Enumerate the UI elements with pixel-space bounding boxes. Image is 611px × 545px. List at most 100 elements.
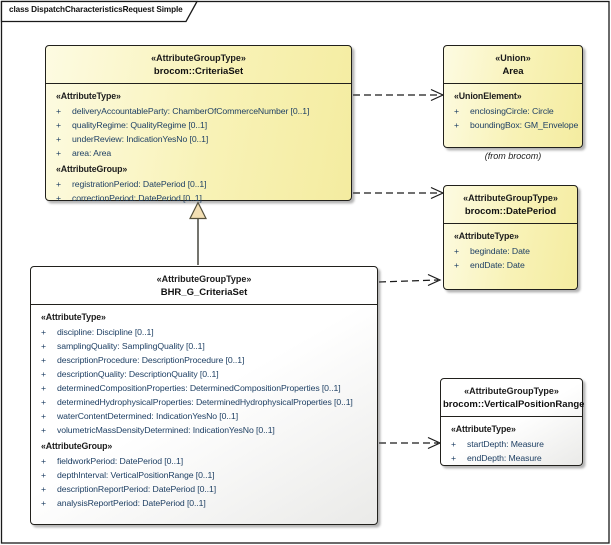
section-label: «AttributeType» [56,91,121,101]
section-label: «AttributeGroup» [56,164,128,174]
generalization-arrow-bhr-criteriaset [189,201,207,265]
attribute-text: begindate: Date [470,246,530,256]
visibility-plus: + [56,193,61,203]
attribute-text: area: Area [72,148,112,158]
class-box-dateperiod[interactable]: «AttributeGroupType» brocom::DatePeriod … [443,185,578,290]
attribute-text: underReview: IndicationYesNo [0..1] [72,134,209,144]
attribute-text: endDate: Date [470,260,525,270]
visibility-plus: + [41,355,46,365]
class-stereotype: «AttributeGroupType» [463,193,558,203]
class-header: «AttributeGroupType» brocom::DatePeriod [444,186,577,224]
attribute-text: descriptionReportPeriod: DatePeriod [0..… [57,484,217,494]
attribute-row: + begindate: Date [444,244,577,258]
visibility-plus: + [56,106,61,116]
visibility-plus: + [451,439,456,449]
visibility-plus: + [41,425,46,435]
attribute-row: +depthInterval: VerticalPositionRange [0… [31,468,377,482]
section-label: «AttributeType» [454,231,519,241]
class-attributes: «AttributeType» + discipline: Discipline … [31,305,377,510]
visibility-plus: + [451,453,456,463]
visibility-plus: + [41,397,46,407]
class-box-criteriaset[interactable]: «AttributeGroupType» brocom::CriteriaSet… [45,45,352,203]
attribute-row: +determinedCompositionProperties: Determ… [31,381,377,395]
attribute-text: samplingQuality: SamplingQuality [0..1] [57,341,205,351]
attribute-row: + descriptionQuality: DescriptionQuality … [31,367,377,381]
attribute-text: determinedHydrophysicalProperties: Deter… [57,397,353,407]
diagram-title: class DispatchCharacteristicsRequest Sim… [9,5,183,14]
class-name: brocom::VerticalPositionRange [443,399,585,410]
dependency-arrow-bhr-dateperiod [378,273,442,287]
attribute-row: + endDate: Date [444,258,577,272]
attribute-row: + deliveryAccountableParty: ChamberOfComm… [46,104,351,118]
visibility-plus: + [56,134,61,144]
visibility-plus: + [56,148,61,158]
attribute-text: depthInterval: VerticalPositionRange [0.… [57,470,215,480]
class-stereotype: «AttributeGroupType» [156,274,252,284]
section-label: «AttributeType» [451,424,516,434]
attribute-text: endDepth: Measure [467,453,542,463]
visibility-plus: + [41,456,46,466]
attribute-row: + area: Area [46,146,351,160]
attribute-row: + qualityRegime: QualityRegime [0..1] [46,118,351,132]
attribute-row: + determinedHydrophysicalProperties: Dete… [31,395,377,409]
visibility-plus: + [41,327,46,337]
class-attributes: «UnionElement» +enclosingCircle: Circle … [444,84,582,132]
section-label: «AttributeGroup» [41,441,113,451]
attribute-row: + samplingQuality: SamplingQuality [0..1] [31,339,377,353]
attribute-row: +boundingBox: GM_Envelope [444,118,582,132]
attribute-row: + fieldworkPeriod: DatePeriod [0..1] [31,454,377,468]
class-name: BHR_G_CriteriaSet [160,287,248,298]
class-box-verticalpositionrange[interactable]: «AttributeGroupType» brocom::VerticalPos… [440,378,585,466]
class-header: «AttributeGroupType» brocom::CriteriaSet [46,46,351,84]
section-label: «AttributeType» [41,312,106,322]
class-stereotype: «Union» [495,53,531,63]
attribute-row: + descriptionProcedure: DescriptionProced… [31,353,377,367]
visibility-plus: + [56,120,61,130]
section-label: «UnionElement» [454,91,522,101]
class-header: «AttributeGroupType» BHR_G_CriteriaSet [31,267,377,305]
attribute-row: + underReview: IndicationYesNo [0..1] [46,132,351,146]
attribute-text: fieldworkPeriod: DatePeriod [0..1] [57,456,184,466]
class-box-bhr-g-criteriaset[interactable]: «AttributeGroupType» BHR_G_CriteriaSet «… [30,266,378,525]
attribute-row: + volumetricMassDensityDetermined: Indica… [31,423,377,437]
visibility-plus: + [41,484,46,494]
from-package-note: (from brocom) [484,151,542,161]
class-header: «AttributeGroupType» brocom::VerticalPos… [441,379,585,417]
attribute-row: + descriptionReportPeriod: DatePeriod [0.… [31,482,377,496]
class-stereotype: «AttributeGroupType» [151,53,246,63]
attribute-text: descriptionQuality: DescriptionQuality [… [57,369,219,379]
visibility-plus: + [41,369,46,379]
class-name: brocom::CriteriaSet [153,66,244,77]
visibility-plus: + [41,411,46,421]
visibility-plus: + [454,246,459,256]
frame-title-tab [0,0,199,23]
class-name: brocom::DatePeriod [464,206,557,217]
class-attributes: «AttributeType» + begindate: Date + endDat… [444,224,577,272]
dependency-arrow-criteriaset-dateperiod [353,186,445,200]
class-stereotype: «AttributeGroupType» [464,386,559,396]
attribute-text: determinedCompositionProperties: Determi… [57,383,341,393]
attribute-text: descriptionProcedure: DescriptionProcedu… [57,355,245,365]
attribute-row: + startDepth: Measure [441,437,582,451]
attribute-row: +correctionPeriod: DatePeriod [0..1] [46,191,351,205]
class-header: «Union» Area [444,46,582,84]
visibility-plus: + [56,179,61,189]
class-box-area[interactable]: «Union» Area «UnionElement» + enclosingCi… [443,45,583,148]
attribute-text: startDepth: Measure [467,439,544,449]
attribute-row: + endDepth: Measure [441,451,582,465]
dependency-arrow-bhr-verticalpositionrange [379,436,442,450]
attribute-row: +waterContentDetermined: IndicationYesNo… [31,409,377,423]
visibility-plus: + [41,498,46,508]
attribute-text: volumetricMassDensityDetermined: Indicat… [57,425,275,435]
attribute-text: boundingBox: GM_Envelope [470,120,579,130]
attribute-text: discipline: Discipline [0..1] [57,327,154,337]
visibility-plus: + [41,341,46,351]
attribute-text: deliveryAccountableParty: ChamberOfComme… [72,106,310,116]
visibility-plus: + [454,260,459,270]
attribute-text: enclosingCircle: Circle [470,106,554,116]
attribute-text: qualityRegime: QualityRegime [0..1] [72,120,208,130]
attribute-text: registrationPeriod: DatePeriod [0..1] [72,179,207,189]
visibility-plus: + [454,106,459,116]
